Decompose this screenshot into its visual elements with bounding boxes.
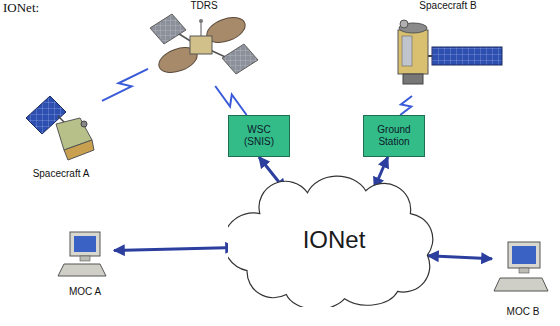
spacecraft-b-illustration (402, 36, 412, 66)
radio-link (215, 86, 246, 115)
tdrs-satellite (201, 22, 202, 36)
tdrs-satellite (199, 19, 203, 23)
spacecraft-b-illustration (400, 20, 408, 28)
box-label: WSC (SNIS) (239, 124, 279, 148)
workstation-a (70, 232, 100, 256)
workstation-a (80, 256, 90, 261)
cloud-outline (228, 176, 433, 307)
spacecraft-node: Spacecraft A (20, 90, 102, 180)
icon-label: Spacecraft A (33, 168, 90, 180)
workstation-b (519, 268, 529, 273)
box-label: Ground Station (374, 124, 414, 148)
network-link (114, 248, 236, 251)
spacecraft-a-illustration (26, 96, 94, 160)
operations-center: MOC A (56, 228, 114, 298)
spacecraft-b-illustration (432, 47, 502, 65)
spacecraft-b-illustration (398, 20, 502, 84)
workstation-b (494, 242, 548, 291)
workstation-b (494, 278, 548, 291)
icon-label: MOC A (69, 286, 101, 298)
spacecraft-b-illustration (403, 74, 423, 84)
network-link (428, 256, 492, 259)
satellite-node: Spacecraft B (388, 0, 508, 96)
icon-label: TDRS (190, 0, 217, 12)
workstation-b (512, 246, 536, 264)
tdrs-satellite (190, 36, 212, 54)
spacecraft-b-illustration (398, 30, 428, 74)
caption-fragment: IONet: (3, 1, 39, 15)
tdrs-satellite (150, 13, 258, 77)
cloud-label: IONet (303, 226, 366, 254)
station-box: Ground Station (363, 115, 425, 157)
radio-link (400, 96, 412, 115)
icon-label: Spacecraft B (419, 0, 476, 12)
satellite-node: TDRS (148, 0, 260, 86)
operations-center: MOC B (492, 238, 554, 318)
icon-label: MOC B (507, 306, 540, 318)
workstation-a (74, 236, 96, 252)
workstation-a (58, 264, 106, 276)
network-cloud: IONet (228, 172, 440, 307)
spacecraft-a-illustration (64, 140, 94, 160)
station-box: WSC (SNIS) (228, 115, 290, 157)
workstation-b (508, 242, 540, 268)
workstation-a (58, 232, 106, 276)
tdrs-satellite (222, 44, 258, 74)
tdrs-satellite (150, 14, 186, 44)
radio-link (102, 69, 148, 101)
spacecraft-a-illustration (81, 121, 87, 127)
